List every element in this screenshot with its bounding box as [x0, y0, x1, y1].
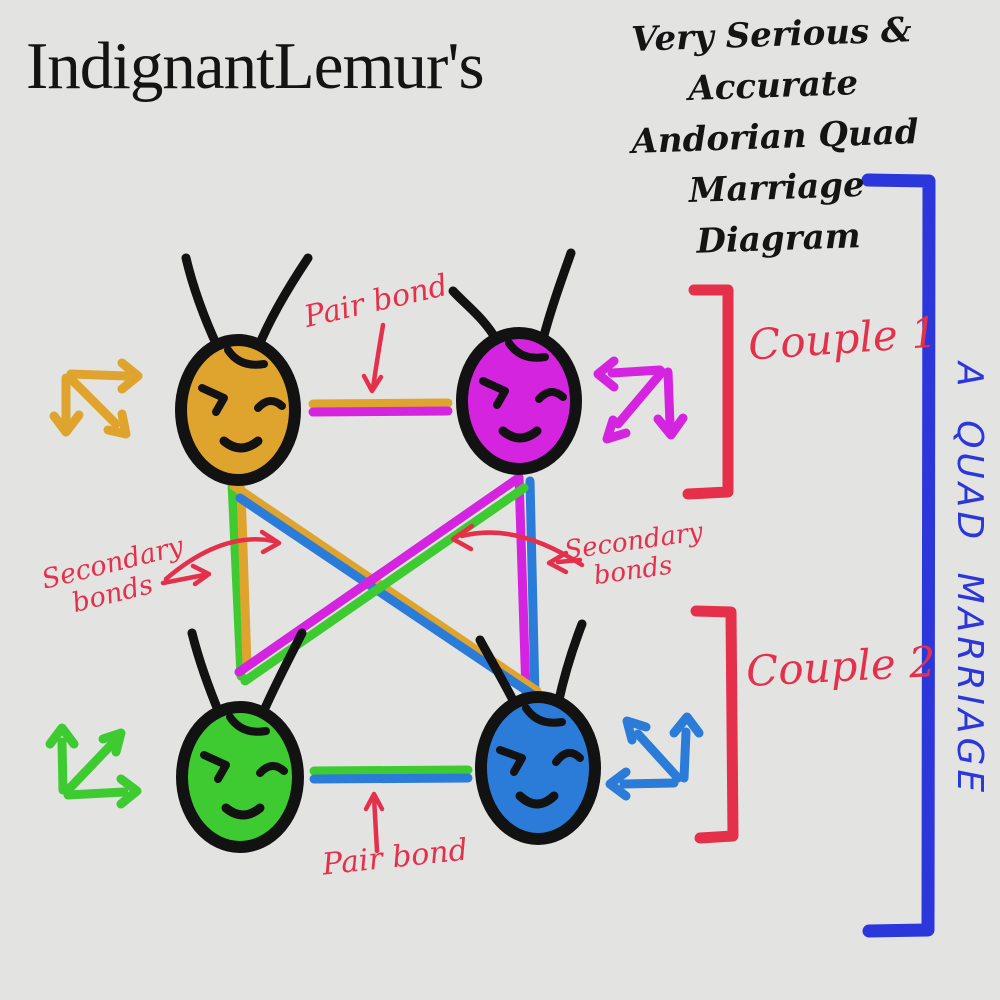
pair-bond-bottom-line — [309, 765, 473, 784]
right-eye — [256, 762, 288, 777]
subtitle-line-2: Andorian Quad Marriage — [630, 112, 920, 212]
secondary-bonds-arrow-left-short — [160, 572, 207, 586]
mouth — [221, 803, 265, 820]
pair-bond-arrow-top — [370, 322, 386, 391]
arrow-shaft — [633, 729, 683, 783]
partner-arrows-green — [45, 723, 142, 809]
arrow-head-right-icon — [117, 358, 143, 394]
arrow-shaft — [67, 375, 121, 429]
antenna-right — [257, 628, 307, 720]
arrow-head-right-icon — [116, 774, 142, 809]
arrow-head-right-icon — [259, 529, 282, 555]
left-eye — [496, 746, 526, 776]
secondary-bond-magenta-blue — [514, 472, 540, 702]
arrow-shaft — [607, 365, 665, 378]
forehead-line — [522, 704, 566, 727]
page-subtitle: Very Serious & Accurate Andorian Quad Ma… — [548, 2, 1000, 272]
arrow-head-up-icon — [45, 723, 79, 749]
subtitle-line-1: Very Serious & Accurate — [630, 10, 913, 109]
right-eye — [552, 748, 584, 766]
arrow-shaft — [63, 787, 129, 800]
antenna-right — [253, 253, 313, 353]
bond-stroke-green — [227, 478, 246, 681]
secondary-bonds-arrow-right-long — [459, 530, 585, 568]
mouth — [515, 791, 559, 809]
forehead-line — [226, 713, 270, 736]
arrow-head-left-icon — [593, 356, 619, 392]
andorian-head-gold — [175, 253, 313, 486]
quad-marriage-bracket — [861, 173, 936, 938]
arrow-shaft — [57, 737, 68, 795]
andorian-head-magenta — [448, 248, 582, 475]
antenna-left — [187, 628, 225, 720]
annotation-arrows — [160, 322, 585, 854]
arrow-shaft — [66, 369, 131, 381]
bond-stroke-blue — [525, 476, 540, 702]
forehead-line — [224, 346, 268, 369]
arrow-head-up-icon — [669, 712, 704, 738]
face — [176, 701, 304, 853]
right-eye — [254, 397, 286, 412]
bond-stroke-magenta — [514, 472, 531, 698]
pair-bond-top-line — [308, 398, 453, 417]
bond-stroke-gold — [308, 398, 453, 409]
bond-stroke-gold — [236, 484, 252, 671]
arrow-head-right-icon — [190, 563, 212, 587]
secondary-bond-gold-green — [227, 478, 252, 681]
arrow-head-down-icon — [653, 413, 688, 440]
bond-stroke-green — [309, 765, 473, 776]
left-eye — [198, 384, 228, 416]
bond-stroke-blue — [309, 773, 473, 784]
mouth — [219, 436, 263, 453]
arrow-head-down-left-icon — [602, 415, 631, 444]
face — [475, 691, 601, 845]
right-eye — [535, 388, 567, 403]
antenna-right — [553, 619, 587, 709]
couple-2-bracket — [690, 605, 739, 844]
bond-stroke-magenta — [234, 474, 522, 677]
andorian-head-green — [176, 628, 307, 853]
partner-arrows-blue — [605, 712, 704, 801]
arrow-head-left-icon — [605, 767, 631, 801]
secondary-bonds-arrow-left-long — [163, 537, 277, 582]
arrow-head-down-icon — [361, 373, 384, 394]
arrow-shaft — [619, 778, 679, 789]
couple-1-bracket — [682, 284, 734, 500]
arrow-head-up-right-icon — [98, 728, 126, 757]
left-eye — [479, 377, 509, 409]
face — [175, 334, 301, 486]
mouth — [498, 426, 542, 443]
arrow-shaft — [63, 739, 117, 795]
couple-2-label: Couple 2 — [744, 637, 937, 696]
arrow-shaft — [679, 727, 691, 783]
partner-arrows — [45, 356, 704, 809]
arrow-head-down-right-icon — [103, 409, 131, 439]
page-title: IndignantLemur's — [26, 29, 485, 103]
arrow-head-left-icon — [450, 523, 475, 552]
face — [456, 327, 582, 475]
andorian-head-blue — [475, 619, 601, 845]
arrow-shaft — [613, 367, 667, 429]
partner-arrows-gold — [49, 358, 143, 439]
left-eye — [200, 751, 230, 783]
antenna-left — [181, 253, 223, 353]
arrow-head-up-left-icon — [622, 716, 651, 745]
arrow-head-left-icon — [546, 550, 569, 575]
pair-bond-arrow-bottom — [371, 794, 380, 854]
antenna-left — [448, 286, 502, 346]
quad-marriage-label: A QUAD MARRIAGE — [949, 362, 990, 797]
antenna-right — [538, 248, 576, 344]
arrow-head-down-icon — [49, 410, 84, 437]
arrow-head-up-icon — [363, 791, 385, 812]
arrow-shaft — [663, 367, 675, 429]
forehead-line — [505, 339, 549, 362]
partner-arrows-magenta — [593, 356, 688, 444]
bond-stroke-magenta — [308, 406, 453, 417]
